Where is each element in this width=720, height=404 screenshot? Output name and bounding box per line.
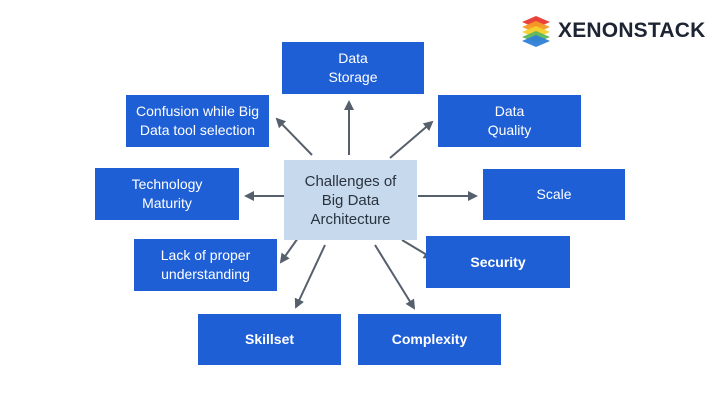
box-lack-of-understanding: Lack of proper understanding [134,239,277,291]
box-scale: Scale [483,169,625,220]
stacked-layers-icon [522,16,550,47]
arrow-complexity [374,244,416,310]
box-technology-maturity: Technology Maturity [95,168,239,220]
arrow-skillset [294,244,326,309]
brand-name: XENONSTACK [558,19,706,42]
box-tool-selection: Confusion while Big Data tool selection [126,95,269,147]
box-data-quality: Data Quality [438,95,581,147]
box-data-storage: Data Storage [282,42,424,94]
box-security: Security [426,236,570,288]
center-challenges-node: Challenges of Big Data Architecture [284,160,417,240]
arrow-lack-of-understanding [279,237,299,264]
box-complexity: Complexity [358,314,501,365]
box-skillset: Skillset [198,314,341,365]
xenonstack-logo: XENONSTACK [519,14,705,48]
arrow-data-quality [389,120,434,159]
arrow-tool-selection [275,117,313,156]
